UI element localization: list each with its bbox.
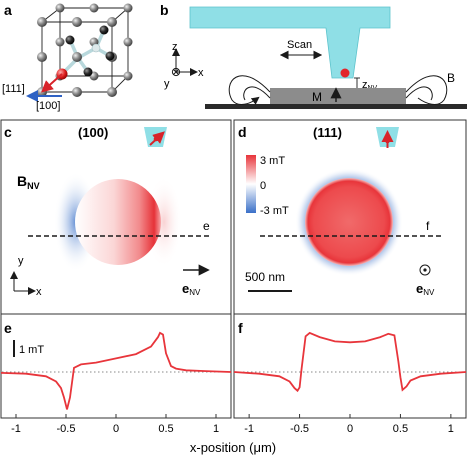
linecut-f-label: f <box>426 219 430 233</box>
env-label-d: eNV <box>416 281 435 297</box>
panel-c-map: c (100) BNV e y x eNV <box>0 119 232 315</box>
dir-100-label: [100] <box>36 100 60 112</box>
magnetic-film <box>270 88 406 104</box>
axis-y-label-c: y <box>18 255 24 267</box>
scan-label: Scan <box>287 39 312 51</box>
panel-f-frame <box>233 313 467 419</box>
colorbar-min: -3 mT <box>260 205 289 217</box>
x-tick-label: 0.5 <box>158 423 173 435</box>
panel-e-frame <box>0 313 232 419</box>
dir-111-label: [111] <box>2 83 25 95</box>
x-tick-label: 1 <box>213 423 219 435</box>
linecut-e-label: e <box>203 219 210 233</box>
panel-a-letter: a <box>4 2 12 18</box>
axis-z-label: z <box>172 41 178 53</box>
x-tick-label: -0.5 <box>57 423 76 435</box>
panel-e-letter: e <box>4 320 12 336</box>
field-label: B <box>447 71 455 85</box>
panel-f-letter: f <box>238 320 243 336</box>
panel-a-lattice: a <box>2 2 133 112</box>
x-axis-ticks: -1 -0.5 0 0.5 1 -1 -0.5 0 0.5 1 <box>11 414 454 435</box>
axes-b <box>171 48 198 77</box>
panel-d-map: d (111) 3 mT 0 -3 mT f 500 nm eNV <box>233 119 467 315</box>
colorbar <box>246 155 256 213</box>
x-tick-label: 0.5 <box>393 423 408 435</box>
axis-x-label: x <box>198 67 204 79</box>
afm-cantilever <box>189 6 391 79</box>
x-tick-label: -1 <box>244 423 254 435</box>
panel-d-letter: d <box>238 124 247 140</box>
orientation-100: (100) <box>78 125 108 140</box>
panel-e-plot: e 1 mT <box>0 313 232 419</box>
scale-bar-label: 1 mT <box>19 344 44 356</box>
x-tick-label: 0 <box>113 423 119 435</box>
substrate <box>205 104 467 109</box>
scalebar-label: 500 nm <box>245 270 285 284</box>
dir-111-arrow <box>41 73 63 93</box>
env-label-c: eNV <box>182 281 201 297</box>
orientation-111: (111) <box>313 125 342 140</box>
x-tick-label: -1 <box>11 423 21 435</box>
panel-b-letter: b <box>160 2 169 18</box>
magnetic-disk-d <box>305 178 393 266</box>
field-lines <box>228 75 448 105</box>
magnetization-label: M <box>312 90 322 104</box>
x-tick-label: -0.5 <box>290 423 309 435</box>
colorbar-max: 3 mT <box>260 155 285 167</box>
bnv-label: BNV <box>17 173 40 191</box>
magnetic-disk <box>75 179 161 265</box>
axis-x-label-c: x <box>36 286 42 298</box>
axis-y-label: y <box>164 78 170 90</box>
x-tick-label: 0 <box>347 423 353 435</box>
colorbar-mid: 0 <box>260 180 266 192</box>
curve-e <box>0 331 232 410</box>
panel-f-plot: f <box>233 313 467 419</box>
curve-f <box>233 331 467 393</box>
panel-b-schematic: b Scan z x y zNV M B <box>160 2 467 109</box>
out-of-plane-icon <box>419 264 431 276</box>
nv-spin-dot <box>340 68 350 78</box>
x-axis-label: x-position (μm) <box>190 440 276 455</box>
x-tick-label: 1 <box>448 423 454 435</box>
panel-c-letter: c <box>4 124 12 140</box>
